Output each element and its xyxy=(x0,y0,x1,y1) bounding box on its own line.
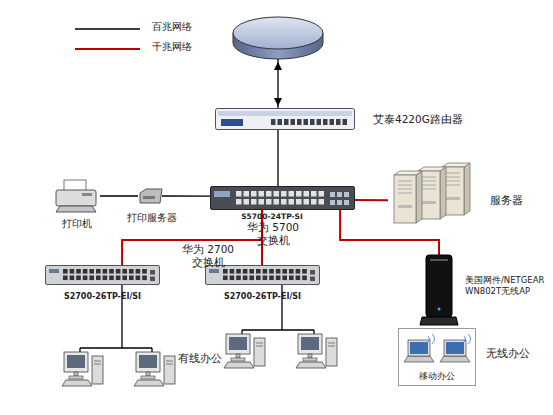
network-link xyxy=(100,195,138,196)
network-link xyxy=(162,195,210,196)
device-label: 服务器 xyxy=(490,194,540,207)
device-label: 打印机 xyxy=(52,218,102,231)
device-label: 无线办公 xyxy=(486,347,546,360)
model-label: S2700-26TP-EI/SI xyxy=(200,292,325,302)
group-label: 有线办公 xyxy=(178,352,228,365)
device-art xyxy=(138,188,162,204)
device-label: 美国网件/NETGEAR WN802T无线AP xyxy=(465,275,552,296)
device-label: 华为 5700 交换机 xyxy=(245,221,301,247)
device-label: 艾泰4220G路由器 xyxy=(373,113,483,126)
device-art xyxy=(388,163,473,225)
network-link xyxy=(277,130,278,186)
legend-line xyxy=(75,48,140,50)
device-art xyxy=(215,108,355,130)
wireless-ap-device: 美国网件/NETGEAR WN802T无线AP xyxy=(418,255,460,327)
network-link xyxy=(355,199,388,201)
internet-disk xyxy=(233,17,323,59)
legend-line xyxy=(75,28,140,30)
group-caption: 移动办公 xyxy=(398,371,476,382)
core-switch-device: S5700-24TP-SI华为 5700 交换机 xyxy=(210,186,355,210)
model-label: S5700-24TP-SI xyxy=(232,212,312,221)
server-cluster: 服务器 xyxy=(388,163,473,225)
device-art xyxy=(418,255,460,327)
wan-arrow xyxy=(274,62,282,106)
device-art xyxy=(45,265,160,285)
model-label: S2700-26TP-EI/SI xyxy=(40,292,165,302)
legend-text: 千兆网络 xyxy=(152,41,232,54)
device-label: 华为 2700 交换机 xyxy=(178,243,238,269)
router-device: 艾泰4220G路由器 xyxy=(215,108,355,130)
device-art xyxy=(210,186,355,210)
access-switch-device: S2700-26TP-EI/SI xyxy=(45,265,160,285)
printer-device: 打印机 xyxy=(52,178,100,214)
device-art xyxy=(52,178,100,214)
print-server-device: 打印服务器 xyxy=(138,188,162,204)
legend-text: 百兆网络 xyxy=(152,21,232,34)
device-label: 打印服务器 xyxy=(120,212,184,225)
wireless-office-box: 移动办公无线办公 xyxy=(398,328,476,386)
